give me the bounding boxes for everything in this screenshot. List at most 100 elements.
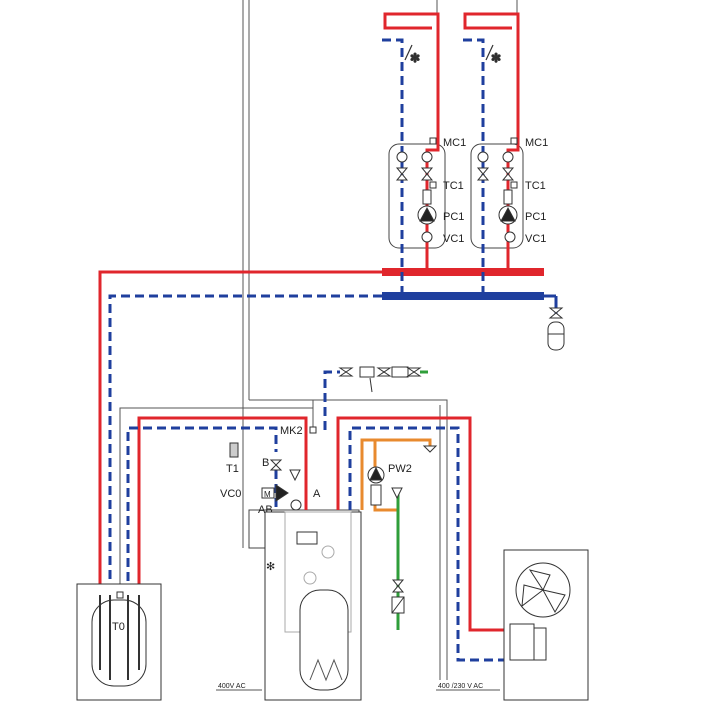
zone-1-return-pipe	[378, 38, 404, 295]
pw2-label: PW2	[388, 463, 412, 475]
thermometer-icon	[502, 151, 514, 163]
mc1-sensor	[429, 137, 437, 145]
zone-2-components	[476, 137, 518, 243]
gauge-icon	[290, 499, 302, 511]
t1-sensor	[229, 442, 239, 458]
tc1-sensor	[510, 181, 518, 189]
indoor-unit: ✻	[264, 511, 362, 701]
buffer-tank-vessel	[91, 599, 147, 687]
zone-1-vc1-label: VC1	[443, 233, 464, 245]
filter-icon	[359, 366, 375, 378]
radiator-zone-2: ✻	[485, 44, 502, 66]
mk2-sensor	[309, 426, 317, 434]
sensor-icon	[422, 189, 432, 205]
control-display	[296, 531, 318, 545]
zone-2-pc1-label: PC1	[525, 211, 546, 223]
outdoor-heat-pump	[503, 549, 589, 701]
valve-icon	[476, 167, 490, 181]
zone-1-mc1-label: MC1	[443, 137, 466, 149]
heat-exchanger-icon	[509, 623, 535, 661]
mixing-valve-icon	[504, 231, 516, 243]
thermometer-icon	[421, 151, 433, 163]
control-line-6	[249, 399, 448, 680]
meter-icon	[391, 366, 409, 378]
t0-label: T0	[112, 621, 125, 633]
mc1-sensor	[510, 137, 518, 145]
indoor-return-pipe	[126, 426, 278, 595]
fan-icon	[528, 569, 551, 592]
buffer-tank-sensor	[116, 591, 124, 599]
return-pipes	[108, 38, 510, 662]
a-label: A	[313, 488, 321, 500]
compressor-icon	[534, 627, 547, 661]
fan-icon: ✻	[491, 51, 501, 65]
fan-icon	[521, 584, 545, 608]
expansion-vessel-icon	[547, 307, 565, 351]
valve-icon	[376, 367, 392, 377]
zone-2-tc1-label: TC1	[525, 180, 546, 192]
fill-valve-assembly	[338, 366, 422, 393]
control-wiring	[119, 0, 518, 680]
supply-pipes	[98, 12, 520, 632]
pump-icon	[303, 571, 317, 585]
t1-label: T1	[226, 463, 239, 475]
fan-icon	[404, 44, 413, 61]
thermometer-icon	[477, 151, 489, 163]
actuator-icon: M	[264, 490, 271, 499]
valve-icon	[406, 367, 422, 377]
hot-water-circulation-pipe	[360, 438, 432, 510]
pump-triangle	[500, 206, 516, 222]
valve-icon	[338, 367, 354, 377]
fan-circle	[515, 562, 571, 618]
fan-icon	[485, 44, 494, 61]
cold-water-components	[391, 579, 405, 614]
main-supply-pipe	[98, 270, 382, 595]
zone-2-box	[470, 143, 524, 249]
mixing-valve-icon	[421, 231, 433, 243]
valve-icon	[391, 579, 405, 593]
heat-pump-cabinet	[503, 549, 589, 701]
radiator-zone-1: ✻	[404, 44, 421, 66]
zone-1-supply-pipe	[383, 12, 440, 270]
mk2-label: MK2	[280, 425, 303, 437]
hot-water-pipes	[360, 438, 432, 512]
pw2-sensor	[370, 484, 382, 506]
safety-valve-icon	[391, 487, 403, 500]
buffer-tank	[76, 583, 162, 701]
vc0-label: VC0	[220, 488, 241, 500]
zone-1-components	[395, 137, 437, 243]
fan-icon	[542, 589, 566, 614]
return-manifold	[382, 292, 544, 300]
valve-icon	[395, 167, 409, 181]
shower-icon	[422, 445, 438, 453]
zone-2-supply-pipe	[463, 12, 520, 270]
safety-valve-icon	[289, 469, 301, 482]
zone-1-box	[388, 143, 446, 249]
main-return-pipe	[108, 294, 382, 595]
valve-icon	[420, 167, 434, 181]
hot-water-return-pipe	[373, 505, 398, 512]
zone-2-mc1-label: MC1	[525, 137, 548, 149]
pump-triangle	[369, 466, 383, 481]
indoor-power-label: 400V AC	[218, 683, 246, 690]
zone-1-pc1-label: PC1	[443, 211, 464, 223]
valve-icon	[269, 459, 283, 471]
sensor-icon	[503, 189, 513, 205]
thermometer-icon	[396, 151, 408, 163]
fan-icon: ✻	[410, 51, 420, 65]
supply-manifold	[382, 268, 544, 276]
zone-2-return-pipe	[460, 38, 485, 295]
pump-triangle	[419, 206, 435, 222]
outdoor-power-label: 400 /230 V AC	[438, 683, 483, 690]
mixing-valve-icon	[275, 484, 289, 502]
indoor-controls: M	[229, 426, 438, 511]
heat-pump-return-pipe	[348, 426, 510, 662]
heating-coil	[309, 658, 343, 682]
tc1-sensor	[429, 181, 437, 189]
fill-line-pipe	[323, 370, 340, 430]
indoor-supply-pipe	[137, 416, 308, 595]
zone-2-vc1-label: VC1	[525, 233, 546, 245]
b-label: B	[262, 457, 269, 469]
valve-icon	[501, 167, 515, 181]
